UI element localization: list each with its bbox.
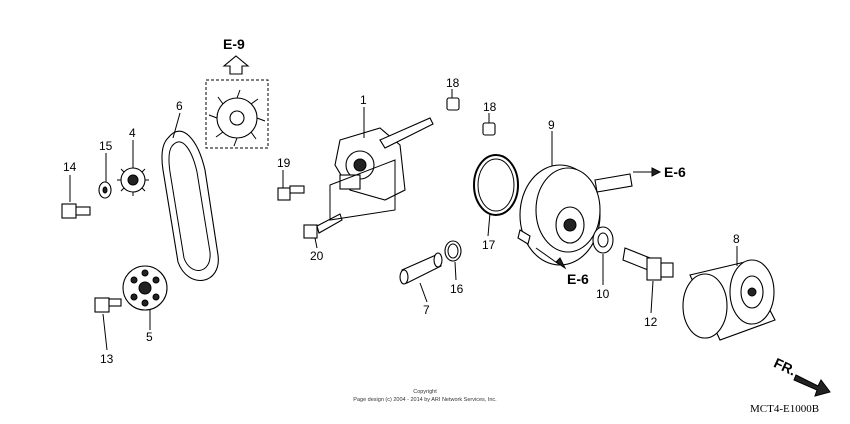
diagram-code: MCT4-E1000B: [750, 403, 819, 415]
dowel-pin-upper: [446, 97, 460, 111]
part-number-labels: 1 4 5 6 7 8 9 10 12 13 14 15 16 17 18 18…: [63, 76, 740, 366]
oil-pump: [329, 117, 434, 221]
front-arrow-icon: [793, 374, 831, 397]
bolt-14: [61, 203, 91, 219]
copyright-line-1: Copyright: [413, 389, 437, 395]
part-label-18-upper: 18: [446, 76, 460, 90]
washer-hole: [102, 186, 108, 194]
e6-bottom-label: E-6: [567, 271, 589, 287]
e6-reference-bottom: E-6: [535, 247, 589, 287]
part-label-18-lower: 18: [483, 100, 497, 114]
part-label-8: 8: [733, 232, 740, 246]
part-label-5: 5: [146, 330, 153, 344]
part-label-19: 19: [277, 156, 291, 170]
fr-label: FR.: [771, 355, 798, 379]
center-bolt: [622, 247, 674, 281]
part-label-10: 10: [596, 287, 610, 301]
e9-label: E-9: [223, 36, 245, 52]
part-label-20: 20: [310, 249, 324, 263]
e9-reference: E-9: [205, 36, 269, 149]
e9-gear-icon: [208, 89, 266, 147]
e6-top-label: E-6: [664, 164, 686, 180]
cam-chain: [161, 130, 219, 281]
oil-filter: [682, 259, 776, 341]
part-label-4: 4: [129, 126, 136, 140]
dowel-pin-lower: [482, 122, 496, 136]
o-ring-17: [473, 154, 519, 216]
copyright-line-2: Page design (c) 2004 - 2014 by ARI Netwo…: [353, 397, 497, 403]
part-label-14: 14: [63, 160, 77, 174]
part-label-12: 12: [644, 315, 658, 329]
sealing-washer: [592, 226, 614, 254]
part-label-17: 17: [482, 238, 496, 252]
front-direction-indicator: FR.: [771, 355, 831, 397]
up-arrow-icon: [222, 55, 250, 75]
part-label-6: 6: [176, 99, 183, 113]
pump-sprocket: [122, 265, 168, 311]
part-label-15: 15: [99, 139, 113, 153]
part-label-1: 1: [360, 93, 367, 107]
part-label-13: 13: [100, 352, 114, 366]
oil-pipe: [399, 252, 443, 285]
leader-lines: [69, 89, 738, 351]
right-arrow-icon: [651, 167, 662, 177]
part-label-16: 16: [450, 282, 464, 296]
bolt-13: [94, 297, 122, 313]
down-arrow-icon: [555, 257, 567, 270]
part-label-7: 7: [423, 303, 430, 317]
bolt-19: [277, 185, 305, 201]
part-label-9: 9: [548, 118, 555, 132]
bolt-20: [303, 213, 343, 239]
e9-dashed-box: [205, 79, 269, 149]
e6-reference-top: E-6: [633, 164, 686, 180]
drive-sprocket: [117, 164, 149, 196]
oil-cooler: [517, 164, 633, 266]
